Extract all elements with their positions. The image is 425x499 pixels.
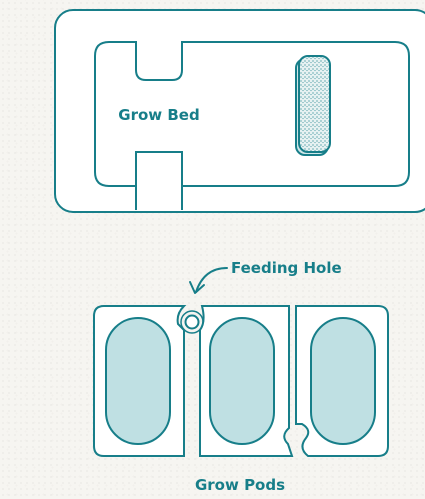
grow-bed-insert: [298, 55, 331, 153]
feeding-hole: [184, 314, 200, 330]
grow-bed: Grow Bed: [54, 9, 425, 213]
grow-pod-3-cell: [310, 317, 376, 445]
feeding-hole-label: Feeding Hole: [231, 259, 342, 277]
grow-pod-1-cell: [105, 317, 171, 445]
feeding-hole-callout: Feeding Hole: [189, 259, 342, 294]
grow-pods: Grow Pods: [93, 305, 389, 494]
grow-pods-label: Grow Pods: [195, 476, 285, 494]
grow-bed-label: Grow Bed: [118, 106, 199, 124]
arrowhead-icon: [189, 281, 205, 294]
grow-pod-2-cell: [209, 317, 275, 445]
feeding-hole-arrow: [195, 267, 228, 293]
grow-bed-bottom-notch: [135, 186, 183, 210]
feeding-hole-rim: [180, 310, 204, 334]
